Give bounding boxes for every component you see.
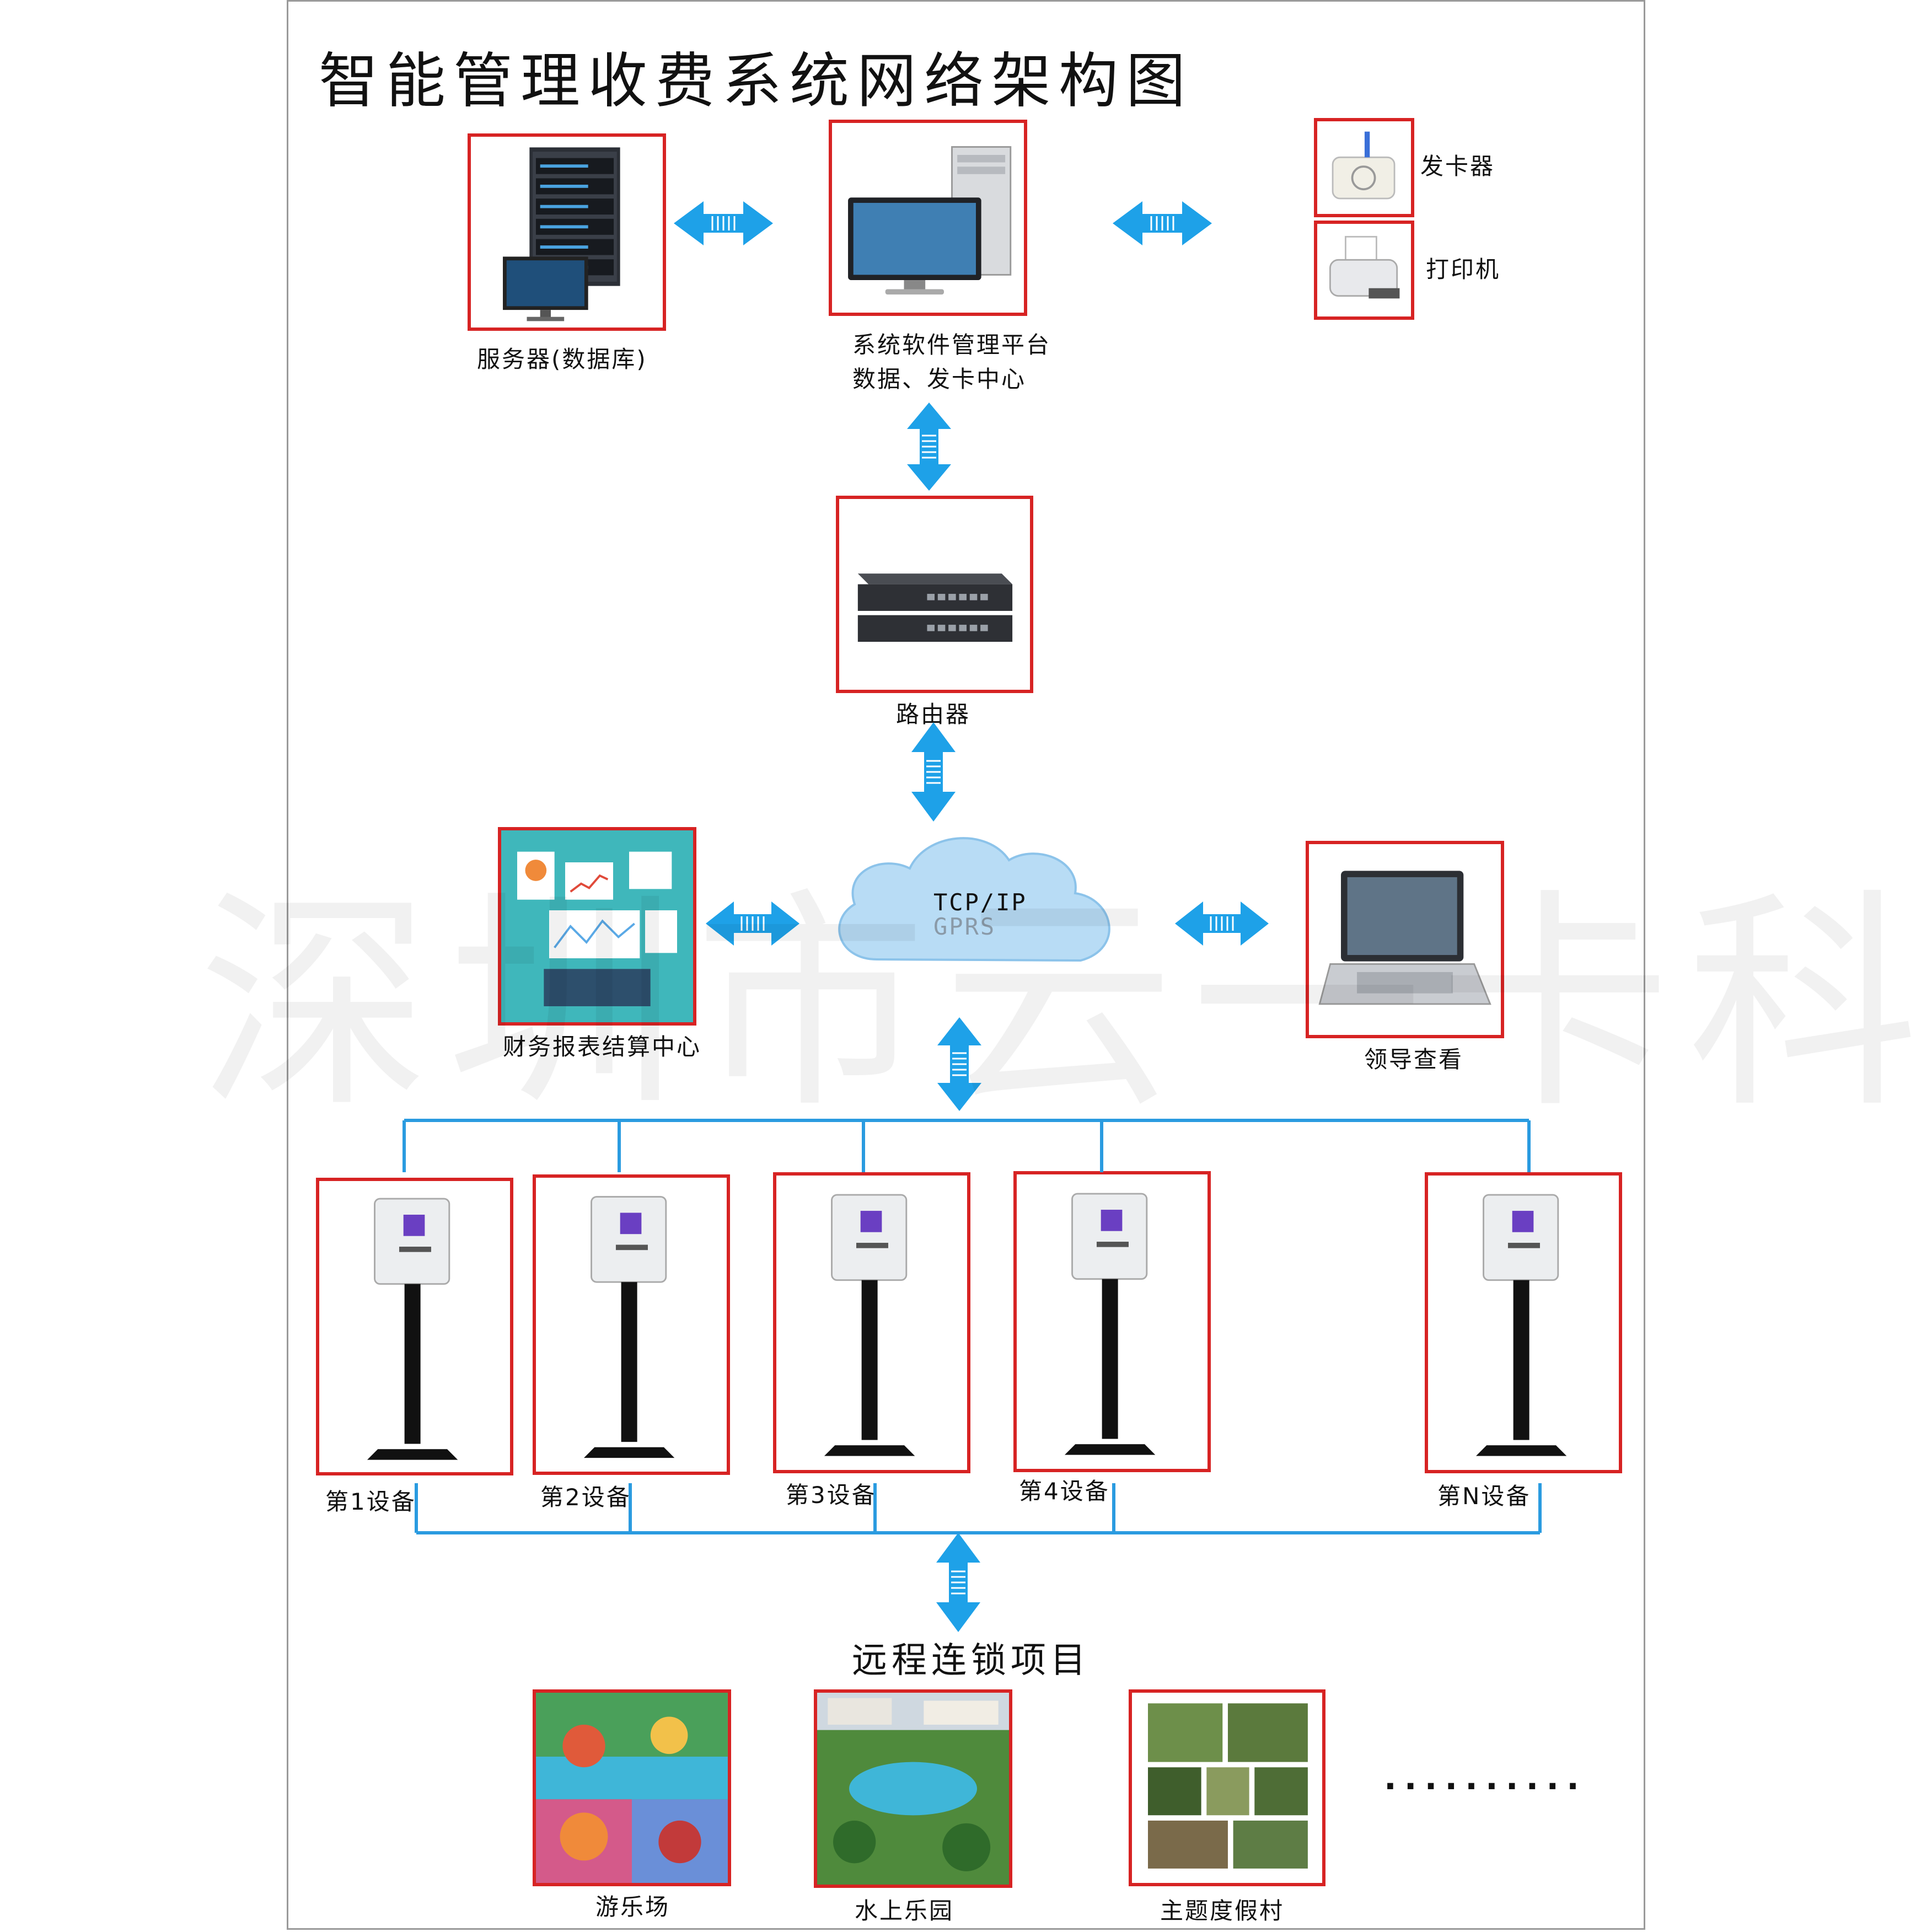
device-node xyxy=(316,1178,513,1475)
project-resort xyxy=(1129,1689,1325,1886)
device-label: 第3设备 xyxy=(786,1482,877,1509)
device-node xyxy=(1013,1171,1211,1472)
server-node xyxy=(468,133,666,331)
diagram-title: 智能管理收费系统网络架构图 xyxy=(319,47,1194,116)
device-label: 第1设备 xyxy=(325,1488,416,1515)
payment-terminal-icon xyxy=(367,1198,458,1460)
device-node xyxy=(773,1172,970,1473)
network-cloud-icon xyxy=(838,837,1110,962)
project-label-resort: 主题度假村 xyxy=(1160,1897,1285,1924)
server-label: 服务器(数据库) xyxy=(477,346,647,373)
remote-projects-title: 远程连锁项目 xyxy=(852,1640,1090,1681)
cloud-label-gprs: GPRS xyxy=(933,913,996,940)
router-label: 路由器 xyxy=(896,701,971,728)
device-label: 第N设备 xyxy=(1437,1483,1531,1510)
payment-terminal-icon xyxy=(583,1196,675,1458)
project-label-water-park: 水上乐园 xyxy=(855,1897,954,1924)
device-label: 第4设备 xyxy=(1019,1478,1110,1505)
finance-dashboard-icon xyxy=(501,830,693,1022)
water-park-photo xyxy=(817,1693,1009,1885)
finance-node xyxy=(498,827,696,1026)
payment-terminal-icon xyxy=(824,1194,915,1456)
project-amusement-park xyxy=(533,1689,731,1886)
router-icon xyxy=(857,573,1013,642)
project-label-amusement-park: 游乐场 xyxy=(595,1893,670,1920)
card-issuer-label: 发卡器 xyxy=(1420,153,1495,180)
resort-collage-photo xyxy=(1132,1693,1322,1883)
device-label: 第2设备 xyxy=(540,1484,631,1511)
amusement-park-photo xyxy=(536,1693,728,1883)
leader-node xyxy=(1306,841,1504,1038)
cloud-label-tcpip: TCP/IP xyxy=(933,889,1027,916)
platform-node xyxy=(829,120,1027,316)
project-water-park xyxy=(814,1689,1012,1888)
printer-node xyxy=(1314,221,1414,320)
router-node xyxy=(836,496,1033,693)
printer-icon xyxy=(1329,235,1400,299)
device-node xyxy=(533,1174,730,1475)
platform-label-line1: 系统软件管理平台 xyxy=(852,331,1051,358)
card-reader-icon xyxy=(1332,131,1396,200)
server-icon xyxy=(503,147,620,321)
payment-terminal-icon xyxy=(1064,1193,1156,1455)
laptop-icon xyxy=(1318,871,1491,1005)
finance-label: 财务报表结算中心 xyxy=(503,1033,702,1060)
desktop-computer-icon xyxy=(848,146,1012,295)
platform-label-line2: 数据、发卡中心 xyxy=(852,366,1027,393)
card-issuer-node xyxy=(1314,118,1414,217)
payment-terminal-icon xyxy=(1475,1194,1567,1456)
printer-label: 打印机 xyxy=(1426,256,1501,283)
device-node xyxy=(1425,1172,1622,1473)
more-projects-ellipsis: .......... xyxy=(1384,1759,1587,1797)
leader-label: 领导查看 xyxy=(1364,1046,1464,1073)
